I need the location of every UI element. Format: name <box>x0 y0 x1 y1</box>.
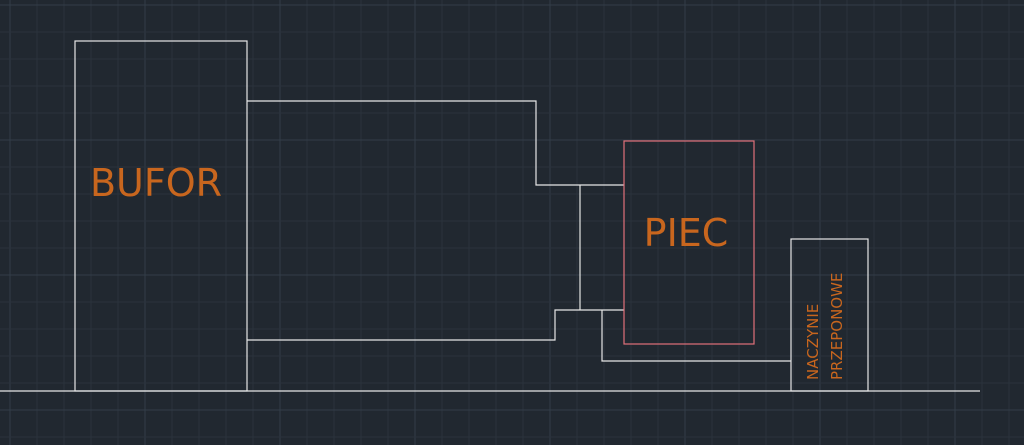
lower-pipe[interactable] <box>247 309 624 341</box>
expansion-vessel-label: NACZYNIE PRZEPONOWE <box>804 273 846 380</box>
vessel-pipe[interactable] <box>601 310 791 362</box>
buffer-label: BUFOR <box>90 161 222 205</box>
furnace-box[interactable] <box>623 140 755 345</box>
upper-pipe[interactable] <box>247 100 624 186</box>
vessel-label-line2: PRZEPONOWE <box>828 273 846 380</box>
expansion-vessel[interactable] <box>790 238 869 392</box>
buffer-tank[interactable] <box>74 40 248 392</box>
furnace-label: PIEC <box>644 211 729 255</box>
vessel-label-line1: NACZYNIE <box>804 304 822 380</box>
